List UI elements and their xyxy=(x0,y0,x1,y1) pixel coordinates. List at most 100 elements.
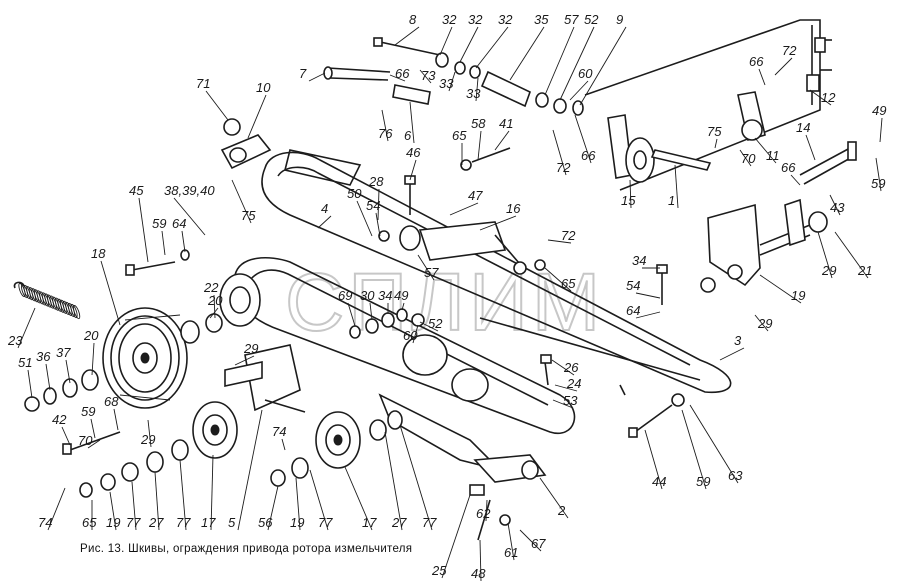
callout-number: 28 xyxy=(368,174,384,189)
leader-line xyxy=(131,481,137,531)
callout-number: 7 xyxy=(299,66,307,81)
callout-number: 69 xyxy=(338,288,352,303)
leader-line xyxy=(234,355,255,366)
shaft-6 xyxy=(392,84,431,105)
leader-line xyxy=(247,94,267,139)
callout-number: 38,39,40 xyxy=(164,183,215,198)
leader-line xyxy=(875,157,882,192)
callout-number: 71 xyxy=(196,76,210,91)
leader-line xyxy=(551,359,575,376)
leader-line xyxy=(834,231,869,279)
callout-number: 37 xyxy=(56,345,71,360)
leader-line xyxy=(394,26,420,46)
leader-line xyxy=(17,307,36,349)
leader-line xyxy=(295,477,301,531)
callout-number: 8 xyxy=(409,12,417,27)
leader-line xyxy=(559,26,595,101)
callout-number: 32 xyxy=(468,12,483,27)
leader-line xyxy=(519,529,542,552)
leader-line xyxy=(412,324,419,344)
leader-line xyxy=(509,26,545,81)
callout-number: 29 xyxy=(243,341,258,356)
callout-number: 65 xyxy=(82,515,97,530)
leader-line xyxy=(237,409,263,531)
leader-line xyxy=(154,471,160,531)
main-pulley-18 xyxy=(102,307,188,409)
leader-line xyxy=(809,89,832,106)
bolt-42 xyxy=(62,431,121,455)
callout-number: 70 xyxy=(78,433,93,448)
leader-line xyxy=(87,439,101,449)
callout-number: 36 xyxy=(36,349,51,364)
watermark-text: СПЛИМ xyxy=(285,257,604,348)
callout-number: 23 xyxy=(7,333,23,348)
leader-line xyxy=(507,522,515,561)
leader-line xyxy=(109,491,117,531)
leader-line xyxy=(138,197,149,263)
leader-line xyxy=(805,134,816,161)
callout-number: 29 xyxy=(757,316,772,331)
leader-line xyxy=(539,477,569,519)
callout-number: 27 xyxy=(148,515,164,530)
idler-pulley-17-right xyxy=(315,411,361,469)
callout-number: 72 xyxy=(782,43,797,58)
bracket-10 xyxy=(220,118,272,170)
leader-line xyxy=(774,57,793,76)
leader-line xyxy=(477,130,482,161)
callout-number: 19 xyxy=(791,288,805,303)
leader-line xyxy=(754,314,769,332)
callout-number: 15 xyxy=(621,193,636,208)
callout-number: 54 xyxy=(626,278,640,293)
leader-line xyxy=(347,302,356,327)
callout-number: 19 xyxy=(106,515,120,530)
leader-line xyxy=(281,438,286,451)
leader-line xyxy=(441,494,471,579)
leader-line xyxy=(356,200,373,237)
leader-line xyxy=(544,26,575,96)
leader-line xyxy=(419,321,439,332)
callout-number: 45 xyxy=(129,183,144,198)
callout-number: 61 xyxy=(504,545,518,560)
callout-number: 64 xyxy=(626,303,640,318)
leader-line xyxy=(644,429,663,490)
callout-number: 18 xyxy=(91,246,106,261)
leader-line xyxy=(759,274,802,304)
leader-line xyxy=(147,419,152,448)
callout-number: 1 xyxy=(668,193,675,208)
leader-line xyxy=(45,363,51,391)
leader-lines xyxy=(17,26,883,582)
leader-line xyxy=(569,80,589,101)
leader-line xyxy=(449,202,479,216)
leader-line xyxy=(369,302,373,321)
figure-caption: Рис. 13. Шкивы, ограждения привода ротор… xyxy=(80,543,413,555)
bracket-5 xyxy=(224,344,306,413)
leader-line xyxy=(758,68,766,86)
leader-line xyxy=(494,130,510,151)
leader-line xyxy=(574,114,592,164)
callout-number: 43 xyxy=(830,200,845,215)
leader-line xyxy=(344,466,373,531)
leader-line xyxy=(181,230,186,253)
callout-number: 53 xyxy=(563,393,578,408)
leader-line xyxy=(459,26,479,63)
leader-line xyxy=(210,454,214,531)
leader-line xyxy=(475,77,479,102)
callout-number: 32 xyxy=(498,12,513,27)
callout-number: 72 xyxy=(561,228,576,243)
callout-number: 60 xyxy=(578,66,593,81)
leader-line xyxy=(829,194,841,216)
callout-number: 17 xyxy=(362,515,377,530)
callout-number: 44 xyxy=(652,474,666,489)
callout-number: 51 xyxy=(18,355,32,370)
callout-number: 30 xyxy=(360,288,375,303)
pulley-15 xyxy=(607,114,655,183)
callout-number: 66 xyxy=(749,54,764,69)
leader-line xyxy=(485,499,488,522)
leader-line xyxy=(479,215,517,231)
leader-line xyxy=(27,369,33,399)
callout-number: 16 xyxy=(506,201,521,216)
leader-line xyxy=(179,459,187,531)
spacers-20-22 xyxy=(219,273,261,327)
